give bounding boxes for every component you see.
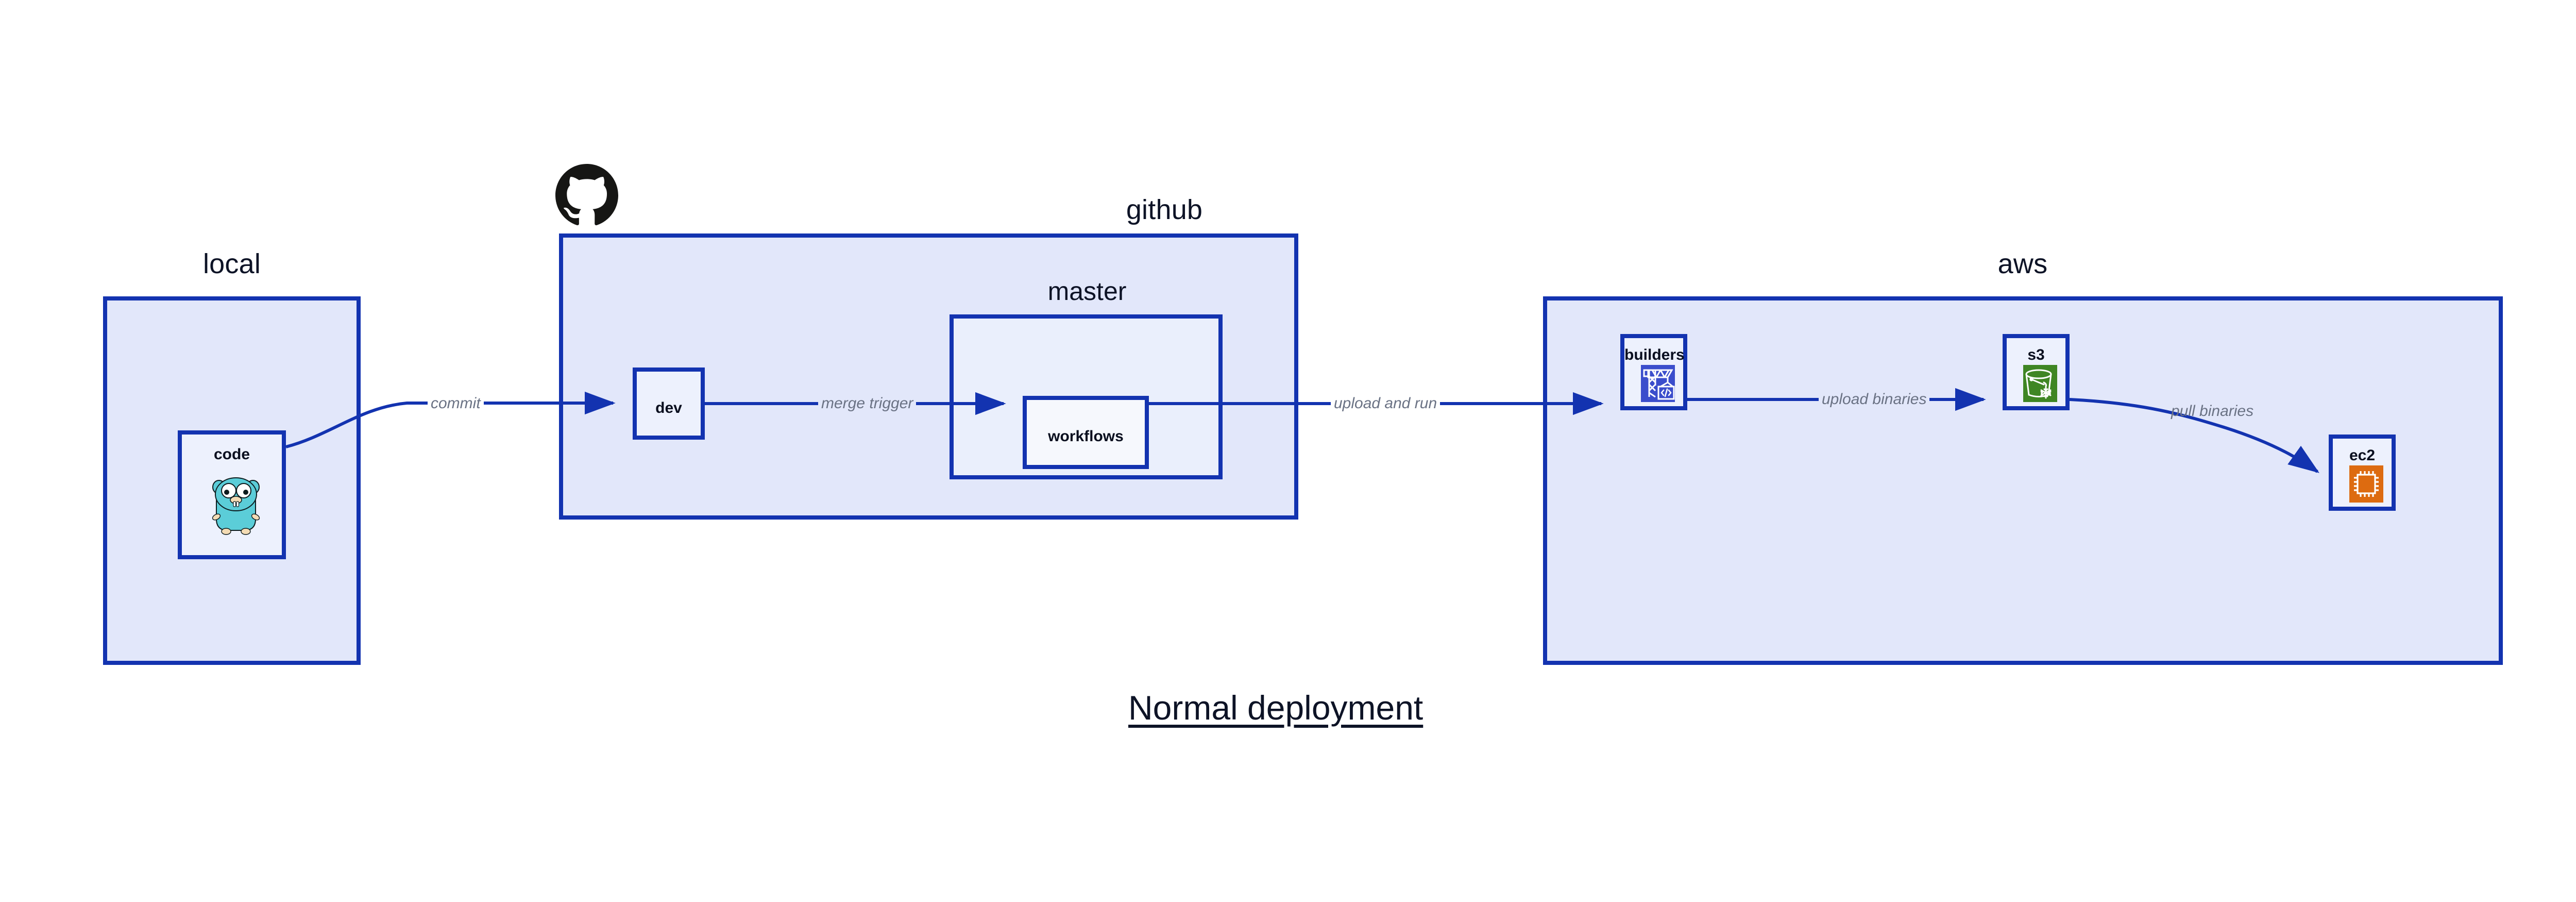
node-label-workflows: workflows [1048, 428, 1124, 445]
aws-s3-glacier-bucket-icon [2023, 365, 2057, 402]
github-octocat-logo [555, 164, 618, 225]
edge-label-upload-and-run: upload and run [1331, 396, 1440, 411]
node-label-dev: dev [655, 399, 682, 416]
node-label-s3: s3 [2027, 346, 2045, 363]
edge-label-merge-trigger: merge trigger [818, 396, 917, 411]
aws-ec2-chip-icon [2349, 465, 2383, 503]
subgroup-title-master: master [1047, 277, 1127, 306]
node-box-s3[interactable]: s3 [2003, 334, 2070, 410]
edge-label-pull-binaries: pull binaries [2171, 403, 2254, 420]
group-title-aws: aws [1997, 248, 2048, 279]
go-gopher-icon [212, 477, 260, 535]
node-box-ec2[interactable]: ec2 [2329, 435, 2396, 511]
node-label-ec2: ec2 [2349, 447, 2376, 464]
edge-label-commit: commit [428, 396, 484, 411]
group-title-github: github [1126, 194, 1203, 225]
aws-codebuild-crane-icon [1641, 365, 1675, 402]
edge-label-upload-binaries: upload binaries [1819, 392, 1930, 407]
node-box-workflows[interactable]: workflows [1023, 396, 1149, 469]
group-title-local: local [202, 248, 261, 279]
node-label-code: code [213, 446, 250, 463]
node-box-code[interactable]: code [178, 430, 286, 559]
diagram-caption: Normal deployment [1128, 689, 1423, 727]
node-box-dev[interactable]: dev [633, 368, 705, 440]
node-box-builders[interactable]: builders [1620, 334, 1687, 410]
node-label-builders: builders [1624, 346, 1685, 363]
